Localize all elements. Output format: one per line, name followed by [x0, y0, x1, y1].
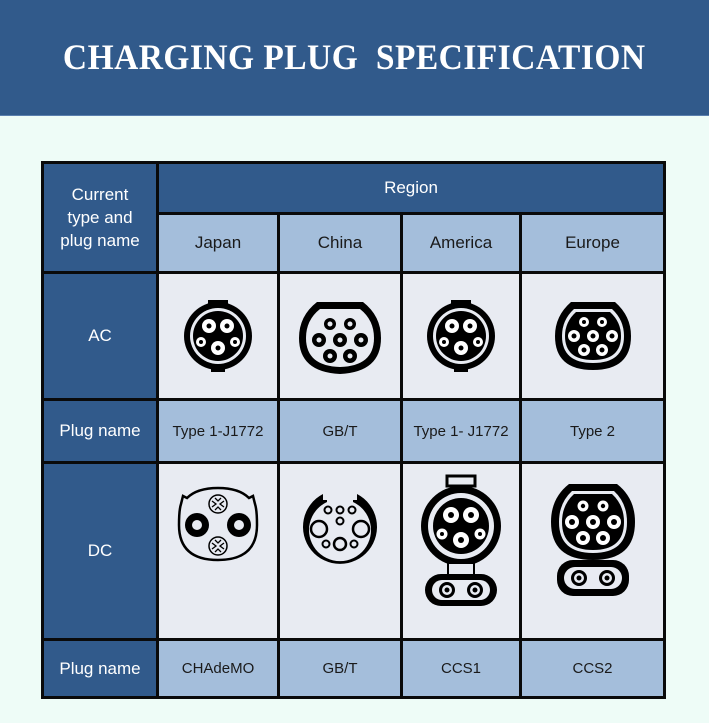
plug-cell-ac-europe	[522, 274, 663, 398]
row-header-label: AC	[88, 326, 112, 345]
plug-name-dc-china: GB/T	[280, 641, 400, 696]
corner-header-cell: Current type and plug name	[44, 164, 156, 271]
column-header-label: America	[429, 233, 493, 252]
plug-name-dc-japan: CHAdeMO	[159, 641, 277, 696]
row-header-dc: DC	[44, 464, 156, 638]
plug-cell-dc-china	[280, 464, 400, 638]
plug-cell-dc-europe	[522, 464, 663, 638]
plug-name-text: GB/T	[322, 660, 358, 677]
plug-name-ac-america: Type 1- J1772	[403, 401, 519, 461]
region-header-label: Region	[384, 178, 438, 197]
column-header-europe: Europe	[522, 215, 663, 271]
type2-plug-icon	[553, 300, 633, 372]
plug-cell-dc-japan	[159, 464, 277, 638]
column-header-america: America	[403, 215, 519, 271]
column-header-japan: Japan	[159, 215, 277, 271]
plug-name-dc-america: CCS1	[403, 641, 519, 696]
row-header-plug-name-ac: Plug name	[44, 401, 156, 461]
corner-line-3: plug name	[60, 231, 140, 250]
gbt-ac-plug-icon	[297, 296, 383, 376]
plug-name-text: Type 2	[569, 422, 616, 440]
plug-specification-table: Current type and plug name Region Japan …	[41, 161, 666, 699]
column-header-label: Japan	[194, 233, 242, 252]
row-header-ac: AC	[44, 274, 156, 398]
plug-name-text: CCS2	[572, 660, 613, 677]
plug-cell-ac-japan	[159, 274, 277, 398]
gbt-dc-plug-icon	[300, 490, 380, 566]
plug-cell-ac-china	[280, 274, 400, 398]
type1-j1772-plug-icon	[178, 296, 258, 376]
row-header-label: DC	[87, 541, 113, 560]
row-header-label: Plug name	[59, 658, 141, 678]
plug-cell-dc-america	[403, 464, 519, 638]
region-header-cell: Region	[159, 164, 663, 212]
column-header-label: Europe	[565, 233, 620, 252]
page-title: CHARGING PLUG SPECIFICATION	[63, 36, 646, 77]
plug-name-dc-europe: CCS2	[522, 641, 663, 696]
title-banner: CHARGING PLUG SPECIFICATION	[0, 0, 709, 116]
plug-name-text: GB/T	[322, 422, 358, 440]
plug-name-text: Type 1- J1772	[413, 422, 509, 440]
corner-header-label: Current type and plug name	[60, 183, 139, 252]
plug-name-ac-europe: Type 2	[522, 401, 663, 461]
row-header-label: Plug name	[59, 421, 141, 440]
type1-j1772-plug-icon	[421, 296, 501, 376]
ccs2-plug-icon	[549, 482, 637, 598]
corner-line-1: Current	[71, 185, 129, 204]
chademo-plug-icon	[177, 484, 259, 564]
plug-name-text: CHAdeMO	[181, 660, 255, 677]
plug-name-ac-japan: Type 1-J1772	[159, 401, 277, 461]
corner-line-2: type and	[67, 208, 133, 227]
plug-name-text: Type 1-J1772	[172, 422, 264, 440]
ccs1-plug-icon	[419, 474, 503, 608]
column-header-label: China	[317, 233, 363, 252]
row-header-plug-name-dc: Plug name	[44, 641, 156, 696]
plug-name-ac-china: GB/T	[280, 401, 400, 461]
plug-name-text: CCS1	[440, 660, 481, 677]
column-header-china: China	[280, 215, 400, 271]
plug-cell-ac-america	[403, 274, 519, 398]
